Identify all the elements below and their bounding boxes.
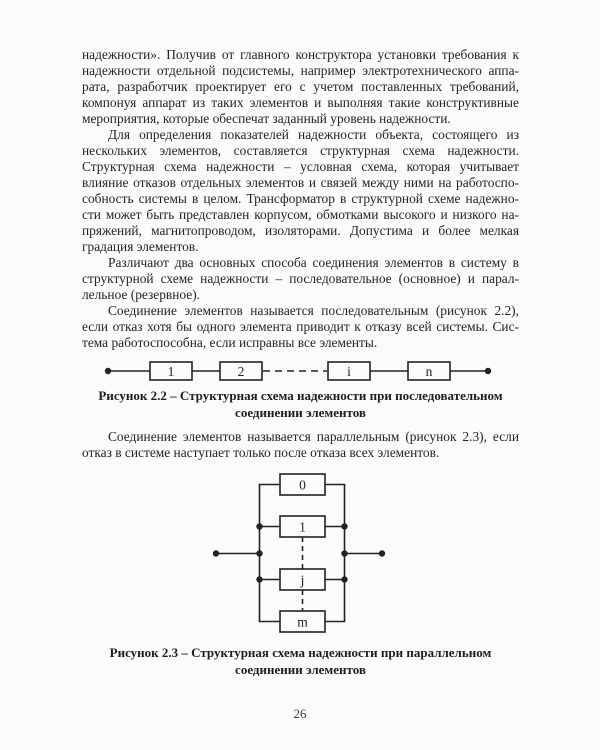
junction-dot [341,523,348,530]
terminal-dot [378,550,386,557]
body-text-upper: надежности». Получив от главного констру… [82,47,519,351]
text-line: тема работоспособна, если исправны все э… [82,335,378,350]
diagram-box-label: 2 [238,364,245,379]
text-line: пряжений, магнитопроводом, изоляторами. … [82,223,519,238]
diagram-box-label: m [297,615,308,630]
page-number: 26 [293,706,307,721]
text-line: нескольких элементов, составляется струк… [82,143,519,158]
terminal-dot [484,367,492,375]
text-line: мероприятия, которые обеспечат заданный … [82,111,451,126]
terminal-dot [104,367,112,375]
paragraph: Для определения показателей надежности о… [82,127,519,255]
caption-line: соединении элементов [235,405,366,420]
figure-series-diagram: 1 2 i n [104,361,492,381]
paragraph: Различают два основных способа соединени… [82,255,519,303]
diagram-box-label: 0 [299,478,306,493]
diagram-box-label: i [347,364,351,379]
diagram-box-label: 1 [299,520,306,535]
junction-dot [256,523,263,530]
junction-dot [256,576,263,583]
junction-dot [341,576,348,583]
text-line: градация элементов. [82,239,199,254]
text-line: Для определения показателей надежности о… [108,127,519,142]
caption-line: Рисунок 2.2 – Структурная схема надежнос… [98,388,503,403]
junction-dot [256,550,263,557]
text-line: сти может быть представлен корпусом, обм… [82,207,519,222]
terminal-dot [212,550,220,557]
diagram-box [219,361,263,381]
text-line: влияние отказов отдельных элементов и св… [82,175,519,190]
figure-2-2-caption: Рисунок 2.2 – Структурная схема надежнос… [82,387,519,421]
text-line: структурной схеме надежности – последова… [82,271,519,286]
diagram-box [279,515,326,538]
text-line: компонуя аппарат из таких элементов и вы… [82,95,519,110]
body-text-lower: Соединение элементов называется параллел… [82,429,519,461]
diagram-box [279,473,326,496]
figure-parallel-diagram: 0 1 j m [212,473,386,633]
text-line: Соединение элементов называется параллел… [108,429,519,444]
text-line: рата, разработчик проектирует его с учет… [82,79,519,94]
text-line: надежности». Получив от главного констру… [82,47,519,62]
diagram-box [149,361,193,381]
diagram-box-label: n [426,364,433,379]
caption-line: Рисунок 2.3 – Структурная схема надежнос… [109,645,492,660]
diagram-box [327,361,371,381]
text-line: Различают два основных способа соединени… [108,255,519,270]
paragraph: Соединение элементов называется параллел… [82,429,519,461]
paragraph: Соединение элементов называется последов… [82,303,519,351]
diagram-box [279,610,326,633]
caption-line: соединении элементов [235,662,366,677]
text-line: собность системы в целом. Трансформатор … [82,191,519,206]
paragraph: надежности». Получив от главного констру… [82,47,519,127]
text-line: надежности отдельной подсистемы, наприме… [82,63,519,78]
text-line: если отказ хотя бы одного элемента приво… [82,319,519,334]
diagram-box-label: 1 [168,364,175,379]
text-line: Соединение элементов называется последов… [108,303,519,318]
figure-2-3-caption: Рисунок 2.3 – Структурная схема надежнос… [82,644,519,678]
diagram-box [279,568,326,591]
junction-dot [341,550,348,557]
diagram-box [407,361,451,381]
diagram-box-label: j [300,573,305,588]
text-line: отказ в системе наступает только после о… [82,445,440,460]
text-line: лельное (резервное). [82,287,201,302]
text-line: Структурная схема надежности – условная … [82,159,519,174]
